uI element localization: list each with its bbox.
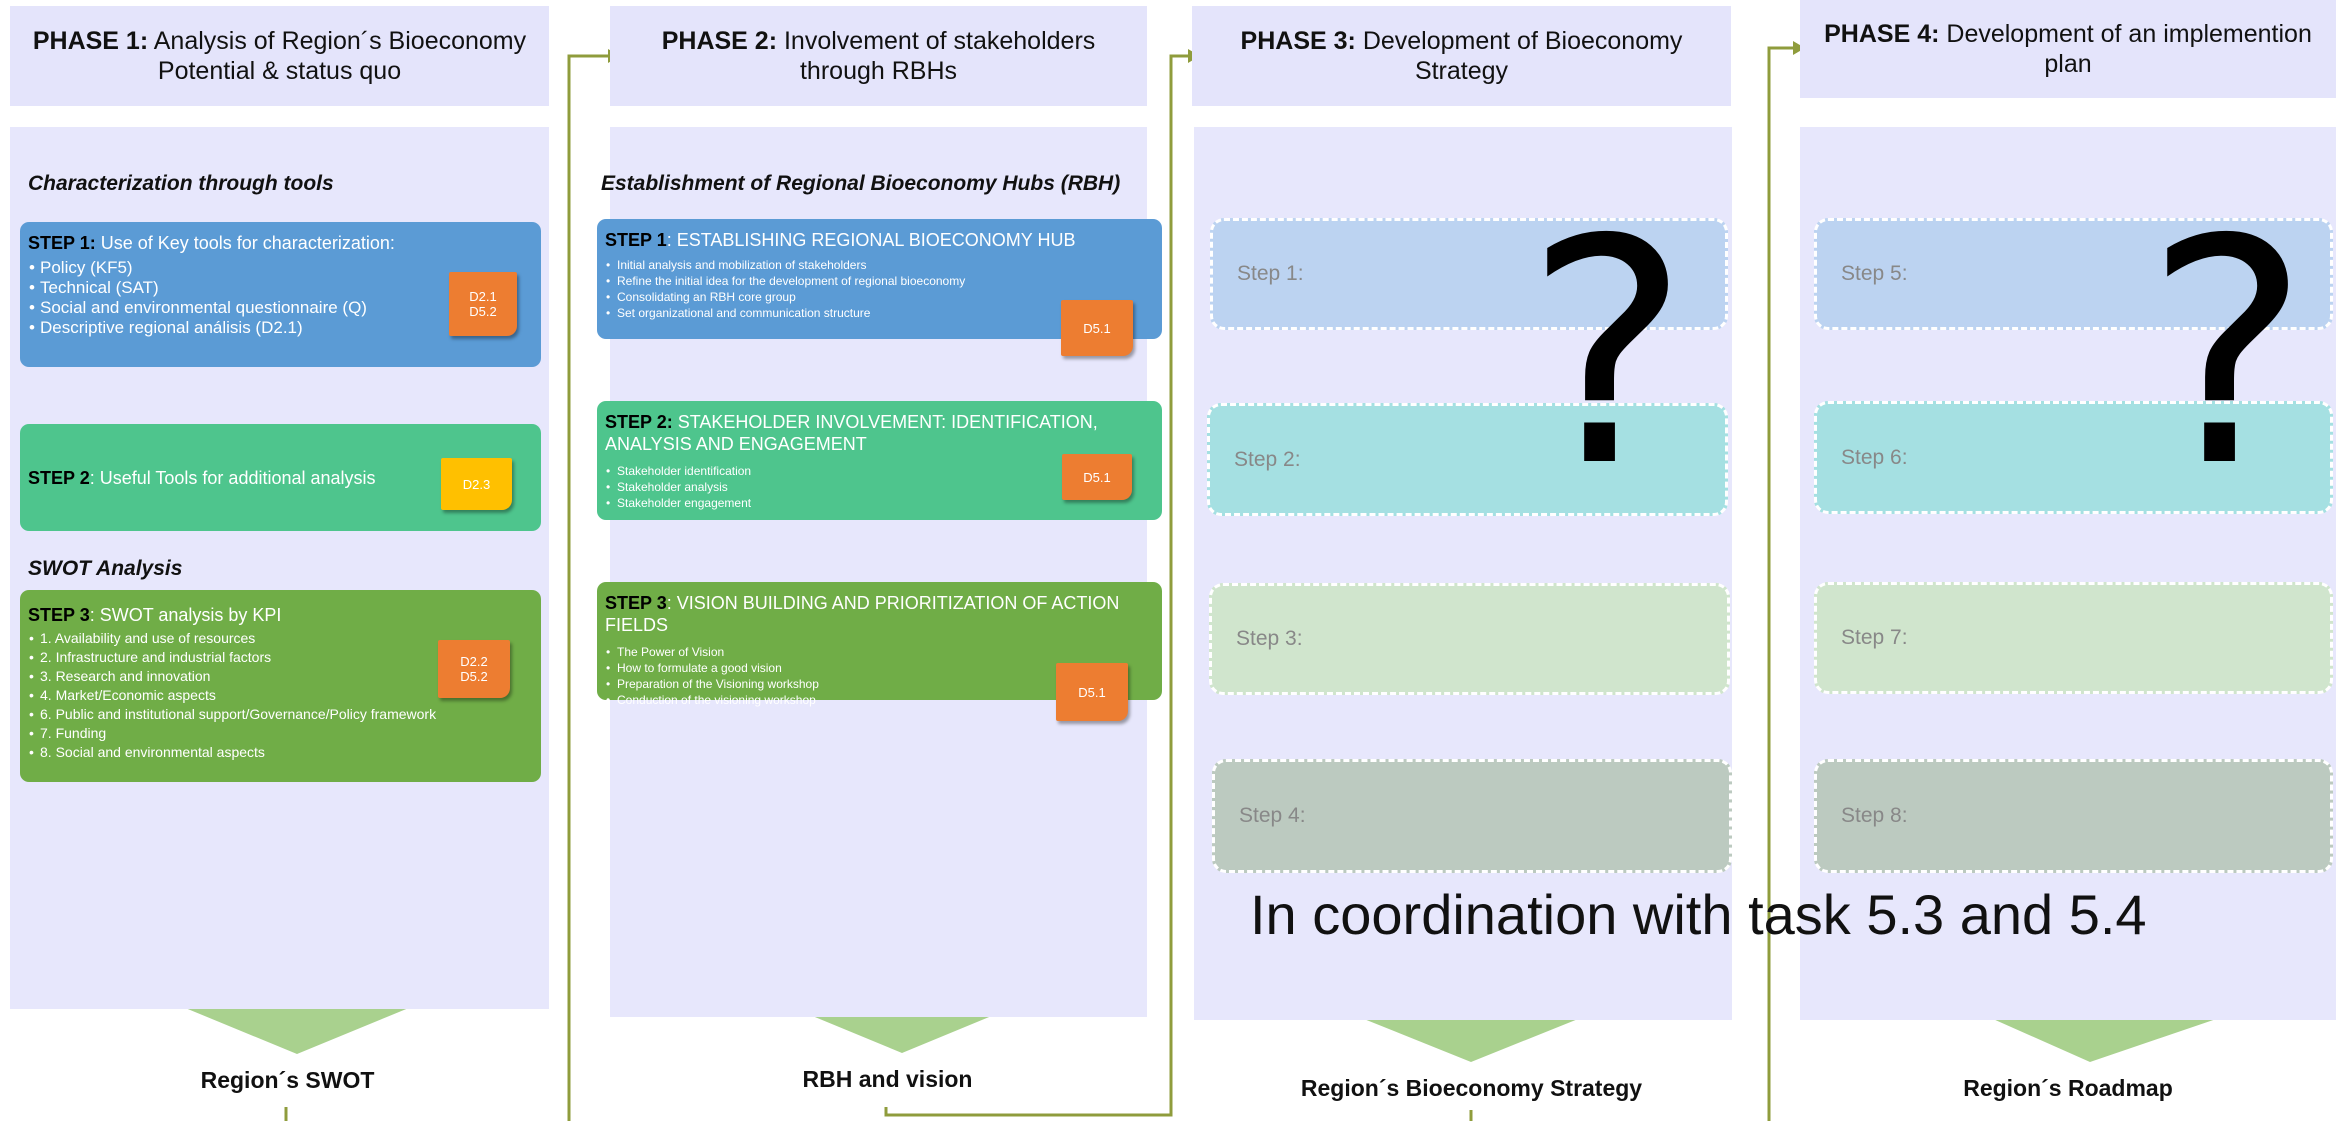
deliverable-tag-label: D5.1 [1078,684,1106,700]
phase-2-title: Involvement of stakeholders through RBHs [783,27,1096,85]
phase-4-header: PHASE 4: Development of an implemention … [1800,0,2336,98]
phase-3-output: Region´s Bioeconomy Strategy [1300,1075,1643,1101]
phase-1-header: PHASE 1: Analysis of Region´s Bioeconomy… [10,6,549,106]
connector-arrowhead-phase4 [1793,41,1805,55]
phase-1-title: Analysis of Region´s Bioeconomy Potentia… [153,27,527,85]
phase-2-section-title: Establishment of Regional Bioeconomy Hub… [601,172,1121,195]
list-item: 8. Social and environmental aspects [29,743,531,762]
phase-3-step-2-placeholder: Step 2: [1207,403,1728,516]
list-item: The Power of Vision [606,644,1152,660]
step-label: Step 6: [1841,445,1908,469]
connector-line-phase3-4b [1767,46,1793,1121]
phase-2-number: PHASE 2: [661,27,778,55]
list-item: Refine the initial idea for the developm… [606,273,1152,289]
deliverable-tag-label: D5.1 [1083,469,1111,485]
coordination-note: In coordination with task 5.3 and 5.4 [1250,883,2147,946]
list-item: 3. Research and innovation [29,667,531,686]
list-item: Stakeholder analysis [606,479,1152,495]
step-label: Step 7: [1841,626,1908,649]
question-mark-icon: ? [1525,174,1690,535]
phase-4-step-5-placeholder: Step 5: [1814,218,2333,330]
phase-3-number: PHASE 3: [1240,27,1356,55]
step-number: STEP 1 [605,230,667,250]
phase-4-number: PHASE 4: [1824,20,1940,48]
deliverable-tag: D2.3 [441,458,512,510]
list-item: Consolidating an RBH core group [606,289,1152,305]
phase-3-step-4-placeholder: Step 4: [1212,759,1732,873]
step-title: : ESTABLISHING REGIONAL BIOECONOMY HUB [666,230,1076,250]
list-item: 7. Funding [29,724,531,743]
phase-3-header: PHASE 3: Development of Bioeconomy Strat… [1192,6,1731,106]
deliverable-tag: D2.2 D5.2 [438,640,510,698]
list-item: 2. Infrastructure and industrial factors [29,648,531,667]
deliverable-tag-label: D5.2 [469,304,497,319]
phase-2-output: RBH and vision [802,1066,973,1092]
phase-2-header: PHASE 2: Involvement of stakeholders thr… [610,6,1147,106]
deliverable-tag-label: D5.1 [1083,320,1111,336]
deliverable-tag-label: D2.3 [462,476,491,492]
deliverable-tag: D5.1 [1061,300,1133,356]
phase-1-section-title-swot: SWOT Analysis [28,557,183,580]
step-title: : VISION BUILDING AND PRIORITIZATION OF … [605,593,1120,635]
phase-4-step-6-placeholder: Step 6: [1814,401,2333,514]
list-item: Stakeholder identification [606,463,1152,479]
phase-1-output: Region´s SWOT [200,1067,375,1093]
step-label: Step 8: [1841,804,1908,827]
list-item: Stakeholder engagement [606,495,1152,511]
deliverable-tag-label: D2.2 [460,654,488,669]
step-label: Step 4: [1239,804,1306,827]
deliverable-tag-label: D5.2 [460,669,488,684]
phase-3-step-3-placeholder: Step 3: [1209,583,1730,695]
phase-4-title: Development of an implemention plan [1946,20,2312,78]
phase-4-step-8-placeholder: Step 8: [1814,759,2333,873]
phase-1-section-title: Characterization through tools [28,172,334,195]
list-item: 4. Market/Economic aspects [29,686,531,705]
deliverable-tag-label: D2.1 [469,289,497,304]
list-item: Initial analysis and mobilization of sta… [606,257,1152,273]
step-label: Step 3: [1236,627,1303,650]
step-title: : Useful Tools for additional analysis [89,467,376,488]
list-item: Technical (SAT) [29,278,531,298]
step-label: Step 2: [1234,447,1301,471]
step-number: STEP 2: [605,412,673,432]
list-item: Descriptive regional análisis (D2.1) [29,318,531,338]
phase-3-title: Development of Bioeconomy Strategy [1362,27,1683,85]
step-number: STEP 1: [28,233,96,253]
step-label: Step 5: [1841,262,1908,285]
phase-3-step-1-placeholder: Step 1: [1210,218,1728,330]
list-item: Policy (KF5) [29,258,531,278]
deliverable-tag: D5.1 [1062,454,1132,500]
deliverable-tag: D2.1 D5.2 [449,272,517,336]
deliverable-tag: D5.1 [1056,663,1128,721]
step-number: STEP 3 [605,593,667,613]
list-item: How to formulate a good vision [606,660,1152,676]
step-number: STEP 3 [28,605,90,625]
step-title: Use of Key tools for characterization: [100,233,395,253]
list-item: Social and environmental questionnaire (… [29,298,531,318]
list-item: Set organizational and communication str… [606,305,1152,321]
question-mark-icon: ? [2145,174,2310,535]
phase-4-output: Region´s Roadmap [1963,1075,2173,1101]
step-title: STAKEHOLDER INVOLVEMENT: IDENTIFICATION,… [605,412,1098,454]
list-item: 1. Availability and use of resources [29,629,531,648]
list-item: 6. Public and institutional support/Gove… [29,705,531,724]
list-item: Preparation of the Visioning workshop [606,676,1152,692]
phase-1-number: PHASE 1: [32,27,149,55]
list-item: Conduction of the visioning workshop [606,692,1152,708]
phase-4-step-7-placeholder: Step 7: [1814,582,2333,694]
connector-line-phase2-3 [884,54,1188,1117]
step-number: STEP 2 [28,467,90,488]
connector-line-phase1-2b [567,54,608,1121]
step-title: : SWOT analysis by KPI [89,605,282,625]
step-label: Step 1: [1237,262,1304,285]
